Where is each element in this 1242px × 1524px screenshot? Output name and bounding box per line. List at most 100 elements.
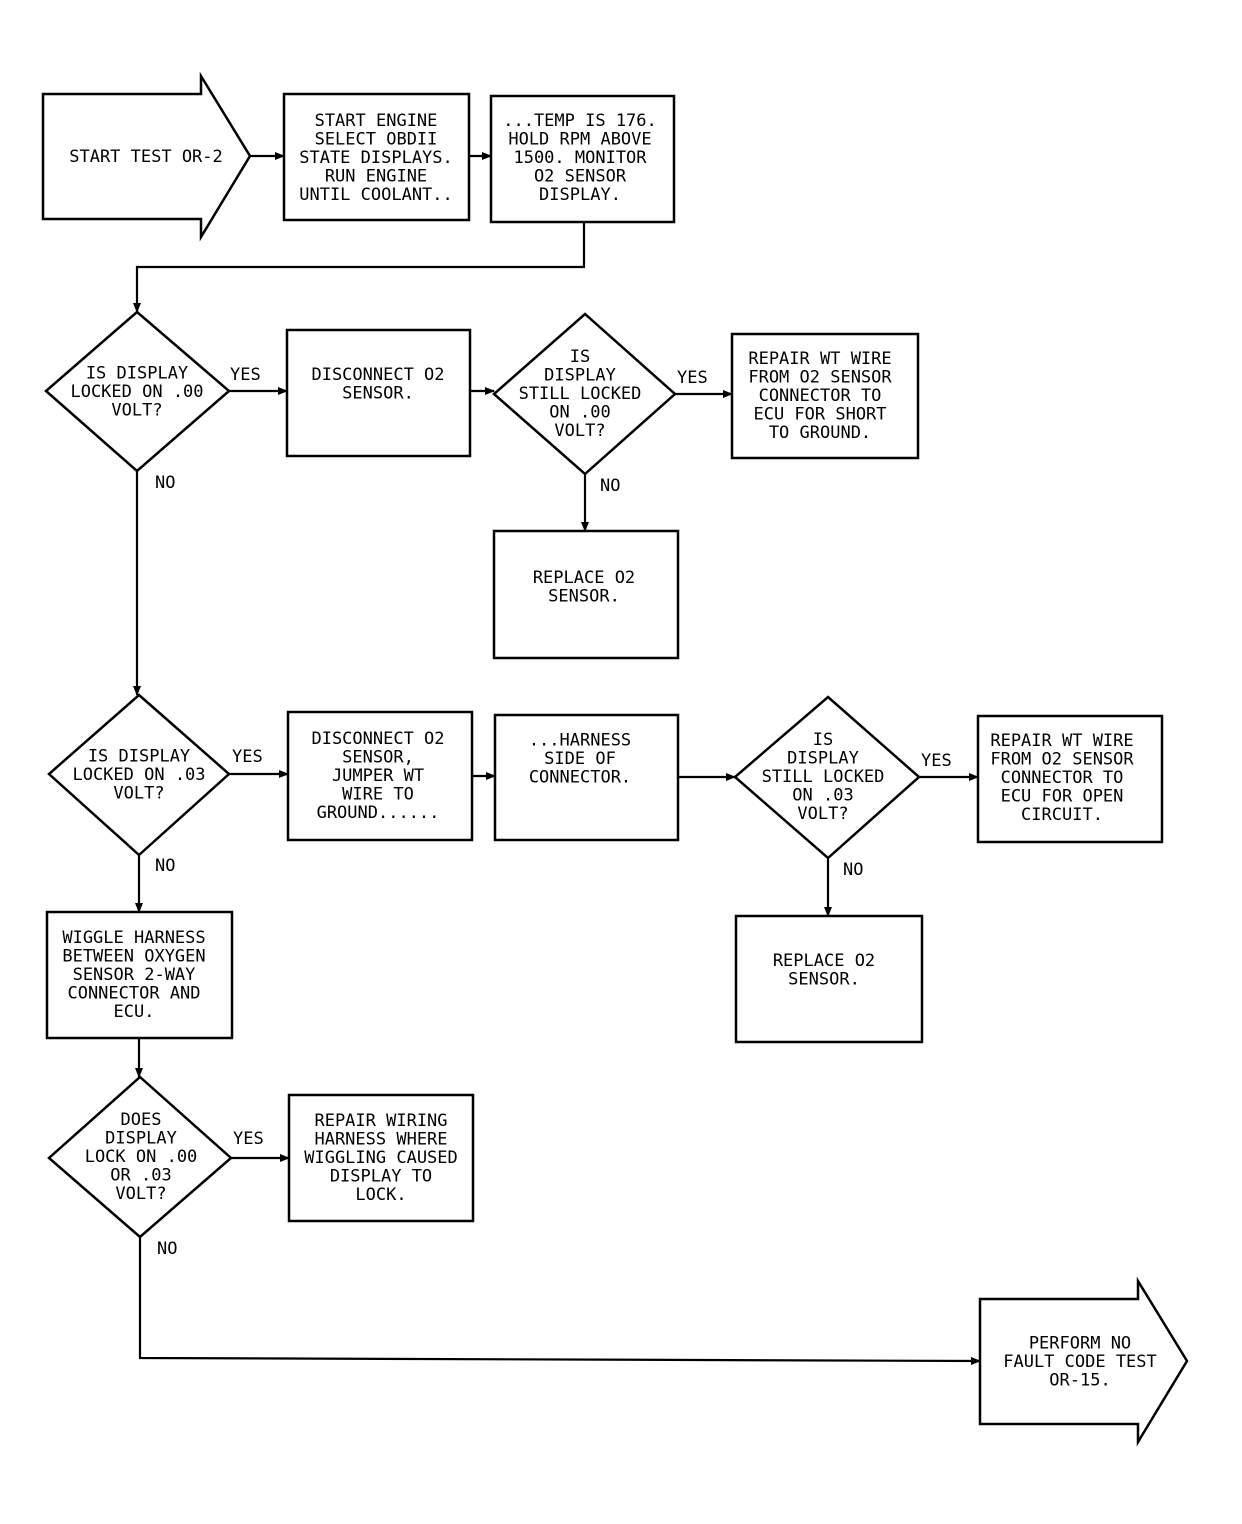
node-label-line: UNTIL COOLANT.. bbox=[299, 185, 453, 205]
edge-d5-end bbox=[138, 1237, 981, 1365]
step-hold-rpm-box bbox=[489, 94, 676, 224]
edge-label-d2-no: NO bbox=[600, 476, 620, 496]
node-label-line: WIGGLE HARNESS bbox=[62, 928, 205, 948]
node-label-line: IS bbox=[813, 730, 833, 750]
node-label-line: SELECT OBDII bbox=[315, 130, 438, 150]
step-start-engine-box bbox=[282, 92, 471, 222]
node-label-line: DISCONNECT O2 bbox=[311, 365, 444, 385]
node-label-line: CONNECTOR TO bbox=[1001, 768, 1124, 788]
edge-label-d4-yes: YES bbox=[921, 751, 952, 771]
node-label-line: REPAIR WT WIRE bbox=[990, 731, 1133, 751]
node-label-line: WIRE TO bbox=[342, 785, 414, 805]
node-label-line: SENSOR. bbox=[548, 586, 620, 606]
node-label-line: ...TEMP IS 176. bbox=[503, 111, 657, 131]
edge-label-d1-no: NO bbox=[155, 473, 175, 493]
end-arrow-shape bbox=[978, 1276, 1189, 1447]
node-label-line: WIGGLING CAUSED bbox=[304, 1148, 458, 1168]
node-label-line: REPAIR WT WIRE bbox=[748, 349, 891, 369]
step-repair-open-box bbox=[976, 714, 1164, 844]
node-label-line: STILL LOCKED bbox=[519, 384, 642, 404]
edge-label-d2-yes: YES bbox=[677, 368, 708, 388]
node-label-line: REPLACE O2 bbox=[773, 951, 875, 971]
connectors bbox=[133, 152, 981, 1365]
edge-label-d5-yes: YES bbox=[233, 1129, 264, 1149]
start-arrow-shape bbox=[41, 71, 252, 242]
edge-label-d4-no: NO bbox=[843, 860, 863, 880]
node-label-line: O2 SENSOR bbox=[534, 167, 627, 187]
start-label: START TEST OR-2 bbox=[69, 147, 223, 167]
node-label-line: CIRCUIT. bbox=[1021, 805, 1103, 825]
node-label-line: REPAIR WIRING bbox=[314, 1111, 447, 1131]
edge-label-d5-no: NO bbox=[157, 1239, 177, 1259]
decision-locked-00-shape bbox=[44, 310, 231, 473]
node-label-line: DOES bbox=[121, 1110, 162, 1130]
node-label-line: BETWEEN OXYGEN bbox=[62, 947, 205, 967]
node-label-line: DISCONNECT O2 bbox=[311, 729, 444, 749]
node-label-line: START ENGINE bbox=[315, 111, 438, 131]
edge-labels: YES NO YES NO YES NO YES NO YES NO bbox=[155, 365, 952, 1259]
node-label-line: FAULT CODE TEST bbox=[1003, 1352, 1157, 1372]
decision-wiggle-locks-shape bbox=[47, 1075, 233, 1239]
node-label-line: DISPLAY bbox=[544, 366, 616, 386]
node-label-line: LOCK. bbox=[355, 1185, 406, 1205]
step-repair-short-box bbox=[730, 332, 920, 460]
node-label-line: GROUND...... bbox=[317, 803, 440, 823]
decision-still-locked-00-shape bbox=[492, 312, 677, 476]
node-label-line: CONNECTOR TO bbox=[759, 386, 882, 406]
step-wiggle-harness-box bbox=[45, 910, 234, 1040]
node-label-line: 1500. MONITOR bbox=[513, 148, 647, 168]
node-label-line: OR-15. bbox=[1049, 1371, 1110, 1391]
step-replace-sensor-1-box bbox=[492, 529, 680, 660]
node-label-line: ECU FOR SHORT bbox=[753, 405, 886, 425]
step-disconnect-sensor-1-box bbox=[285, 328, 472, 458]
node-label-line: OR .03 bbox=[110, 1166, 171, 1186]
edge-label-d1-yes: YES bbox=[230, 365, 261, 385]
node-label-line: LOCKED ON .03 bbox=[72, 765, 205, 785]
node-label-line: START TEST OR-2 bbox=[69, 147, 223, 167]
node-label-line: DISPLAY bbox=[105, 1129, 177, 1149]
node-label-line: CONNECTOR AND bbox=[67, 984, 200, 1004]
node-label-line: STATE DISPLAYS. bbox=[299, 148, 453, 168]
node-label-line: IS DISPLAY bbox=[86, 364, 188, 384]
edge-label-d3-no: NO bbox=[155, 856, 175, 876]
node-label-line: TO GROUND. bbox=[769, 423, 871, 443]
node-label-line: SENSOR, bbox=[342, 748, 414, 768]
decision-locked-03-shape bbox=[47, 693, 231, 857]
node-label-line: HARNESS WHERE bbox=[314, 1130, 447, 1150]
step-replace-sensor-2-box bbox=[734, 914, 924, 1044]
step-harness-side-box bbox=[493, 713, 680, 842]
node-label-line: REPLACE O2 bbox=[533, 568, 635, 588]
node-label-line: VOLT? bbox=[797, 804, 848, 824]
node-label-line: DISPLAY TO bbox=[330, 1167, 432, 1187]
node-label-line: SENSOR 2-WAY bbox=[73, 965, 196, 985]
